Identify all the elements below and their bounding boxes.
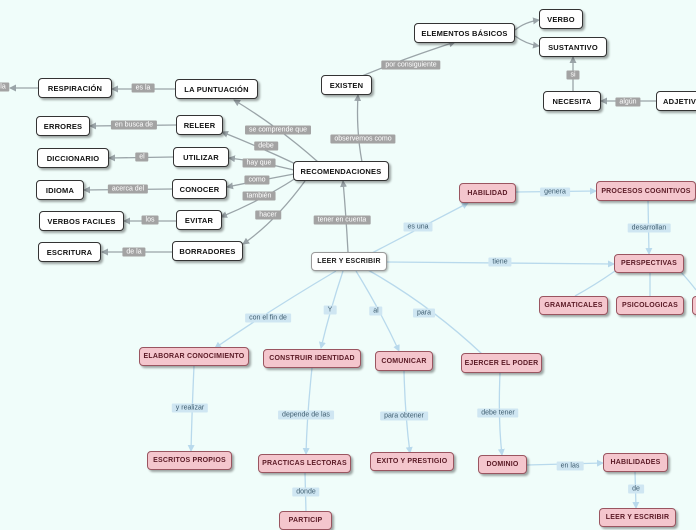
node-releer[interactable]: RELEER <box>176 115 223 135</box>
node-habilidad[interactable]: HABILIDAD <box>459 183 516 203</box>
node-ejercer-el-poder[interactable]: EJERCER EL PODER <box>461 353 542 373</box>
node-verbo[interactable]: VERBO <box>539 9 583 29</box>
link-de-la: de la <box>122 247 146 257</box>
link-desarrollan: desarrollan <box>627 223 671 233</box>
link-el: el <box>135 152 149 162</box>
link-de: de <box>628 484 644 494</box>
link-acerca-del: acerca del <box>107 184 149 194</box>
node-borradores[interactable]: BORRADORES <box>172 241 243 261</box>
link-algun: algún <box>615 97 641 107</box>
link-debe: debe <box>254 141 278 151</box>
node-construir-identidad[interactable]: CONSTRUIR IDENTIDAD <box>263 349 361 368</box>
link-como: como <box>244 175 270 185</box>
link-si: si <box>566 70 580 80</box>
node-practicas-lectoras[interactable]: PRACTICAS LECTORAS <box>258 454 351 473</box>
link-depende-de-las: depende de las <box>278 410 334 420</box>
node-comunicar[interactable]: COMUNICAR <box>375 351 433 371</box>
node-respiracion[interactable]: RESPIRACIÓN <box>38 78 112 98</box>
node-adjetivo[interactable]: ADJETIV <box>656 91 696 111</box>
node-right-partial[interactable] <box>692 296 696 315</box>
node-exito-y-prestigio[interactable]: EXITO Y PRESTIGIO <box>370 452 454 471</box>
node-conocer[interactable]: CONOCER <box>172 179 227 199</box>
node-habilidades[interactable]: HABILIDADES <box>603 453 668 472</box>
node-errores[interactable]: ERRORES <box>36 116 90 136</box>
link-en-las: en las <box>556 461 584 471</box>
link-y-realizar: y realizar <box>171 403 209 413</box>
edge-perspectivas-gramaticales <box>574 270 616 297</box>
link-para-obtener: para obtener <box>380 411 428 421</box>
node-idioma[interactable]: IDIOMA <box>36 180 84 200</box>
node-elaborar-conocimiento[interactable]: ELABORAR CONOCIMIENTO <box>139 347 249 366</box>
node-utilizar[interactable]: UTILIZAR <box>173 147 229 167</box>
node-elementos-basicos[interactable]: ELEMENTOS BÁSICOS <box>414 23 515 43</box>
link-tener-en-cuenta: tener en cuenta <box>313 215 371 225</box>
link-tiene: tiene <box>488 257 512 267</box>
node-perspectivas[interactable]: PERSPECTIVAS <box>614 254 684 273</box>
link-al: al <box>369 306 383 316</box>
node-procesos-cognitivos[interactable]: PROCESOS COGNITIVOS <box>596 181 696 201</box>
link-donde: donde <box>292 487 320 497</box>
node-verbos-faciles[interactable]: VERBOS FACILES <box>39 211 124 231</box>
edge-existen-elementos <box>361 40 456 77</box>
node-diccionario[interactable]: DICCIONARIO <box>37 148 109 168</box>
link-los: los <box>141 215 159 225</box>
link-es-una: es una <box>403 222 433 232</box>
node-sustantivo[interactable]: SUSTANTIVO <box>539 37 607 57</box>
node-dominio[interactable]: DOMINIO <box>478 455 527 474</box>
link-hacer: hacer <box>255 210 281 220</box>
link-la-cut: la <box>0 82 10 92</box>
link-en-busca-de: en busca de <box>110 120 158 130</box>
node-escritura[interactable]: ESCRITURA <box>38 242 101 262</box>
link-con-el-fin-de: con el fin de <box>245 313 291 323</box>
node-participacion-partial[interactable]: PARTICIP <box>279 511 332 530</box>
link-es-la: es la <box>131 83 155 93</box>
node-necesita[interactable]: NECESITA <box>543 91 601 111</box>
edge-root-elaborar <box>214 270 337 349</box>
link-se-comprende-que: se comprende que <box>245 125 311 135</box>
node-gramaticales[interactable]: GRAMATICALES <box>539 296 608 315</box>
node-recomendaciones[interactable]: RECOMENDACIONES <box>293 161 389 181</box>
node-leer-y-escribir[interactable]: LEER Y ESCRIBIR <box>311 252 387 271</box>
node-escritos-propios[interactable]: ESCRITOS PROPIOS <box>147 451 232 470</box>
link-genera: genera <box>540 187 570 197</box>
link-para: para <box>412 308 436 318</box>
link-observemos-como: observemos como <box>330 134 396 144</box>
node-la-puntuacion[interactable]: LA PUNTUACIÓN <box>175 79 258 99</box>
link-hay-que: hay que <box>242 158 276 168</box>
link-tambien: también <box>242 191 276 201</box>
node-evitar[interactable]: EVITAR <box>176 210 222 230</box>
edge-elementos-verbo <box>514 17 540 31</box>
edge-elementos-sustantivo <box>514 35 540 49</box>
link-por-consiguiente: por consiguiente <box>381 60 441 70</box>
link-debe-tener: debe tener <box>477 408 519 418</box>
link-y: Y <box>323 305 337 315</box>
edge-recomendaciones-existen <box>354 94 363 163</box>
node-existen[interactable]: EXISTEN <box>321 75 372 95</box>
node-leer-y-escribir-bottom[interactable]: LEER Y ESCRIBIR <box>599 508 676 527</box>
edge-perspectivas-right <box>679 270 696 291</box>
node-psicologicas[interactable]: PSICOLOGICAS <box>616 296 684 315</box>
